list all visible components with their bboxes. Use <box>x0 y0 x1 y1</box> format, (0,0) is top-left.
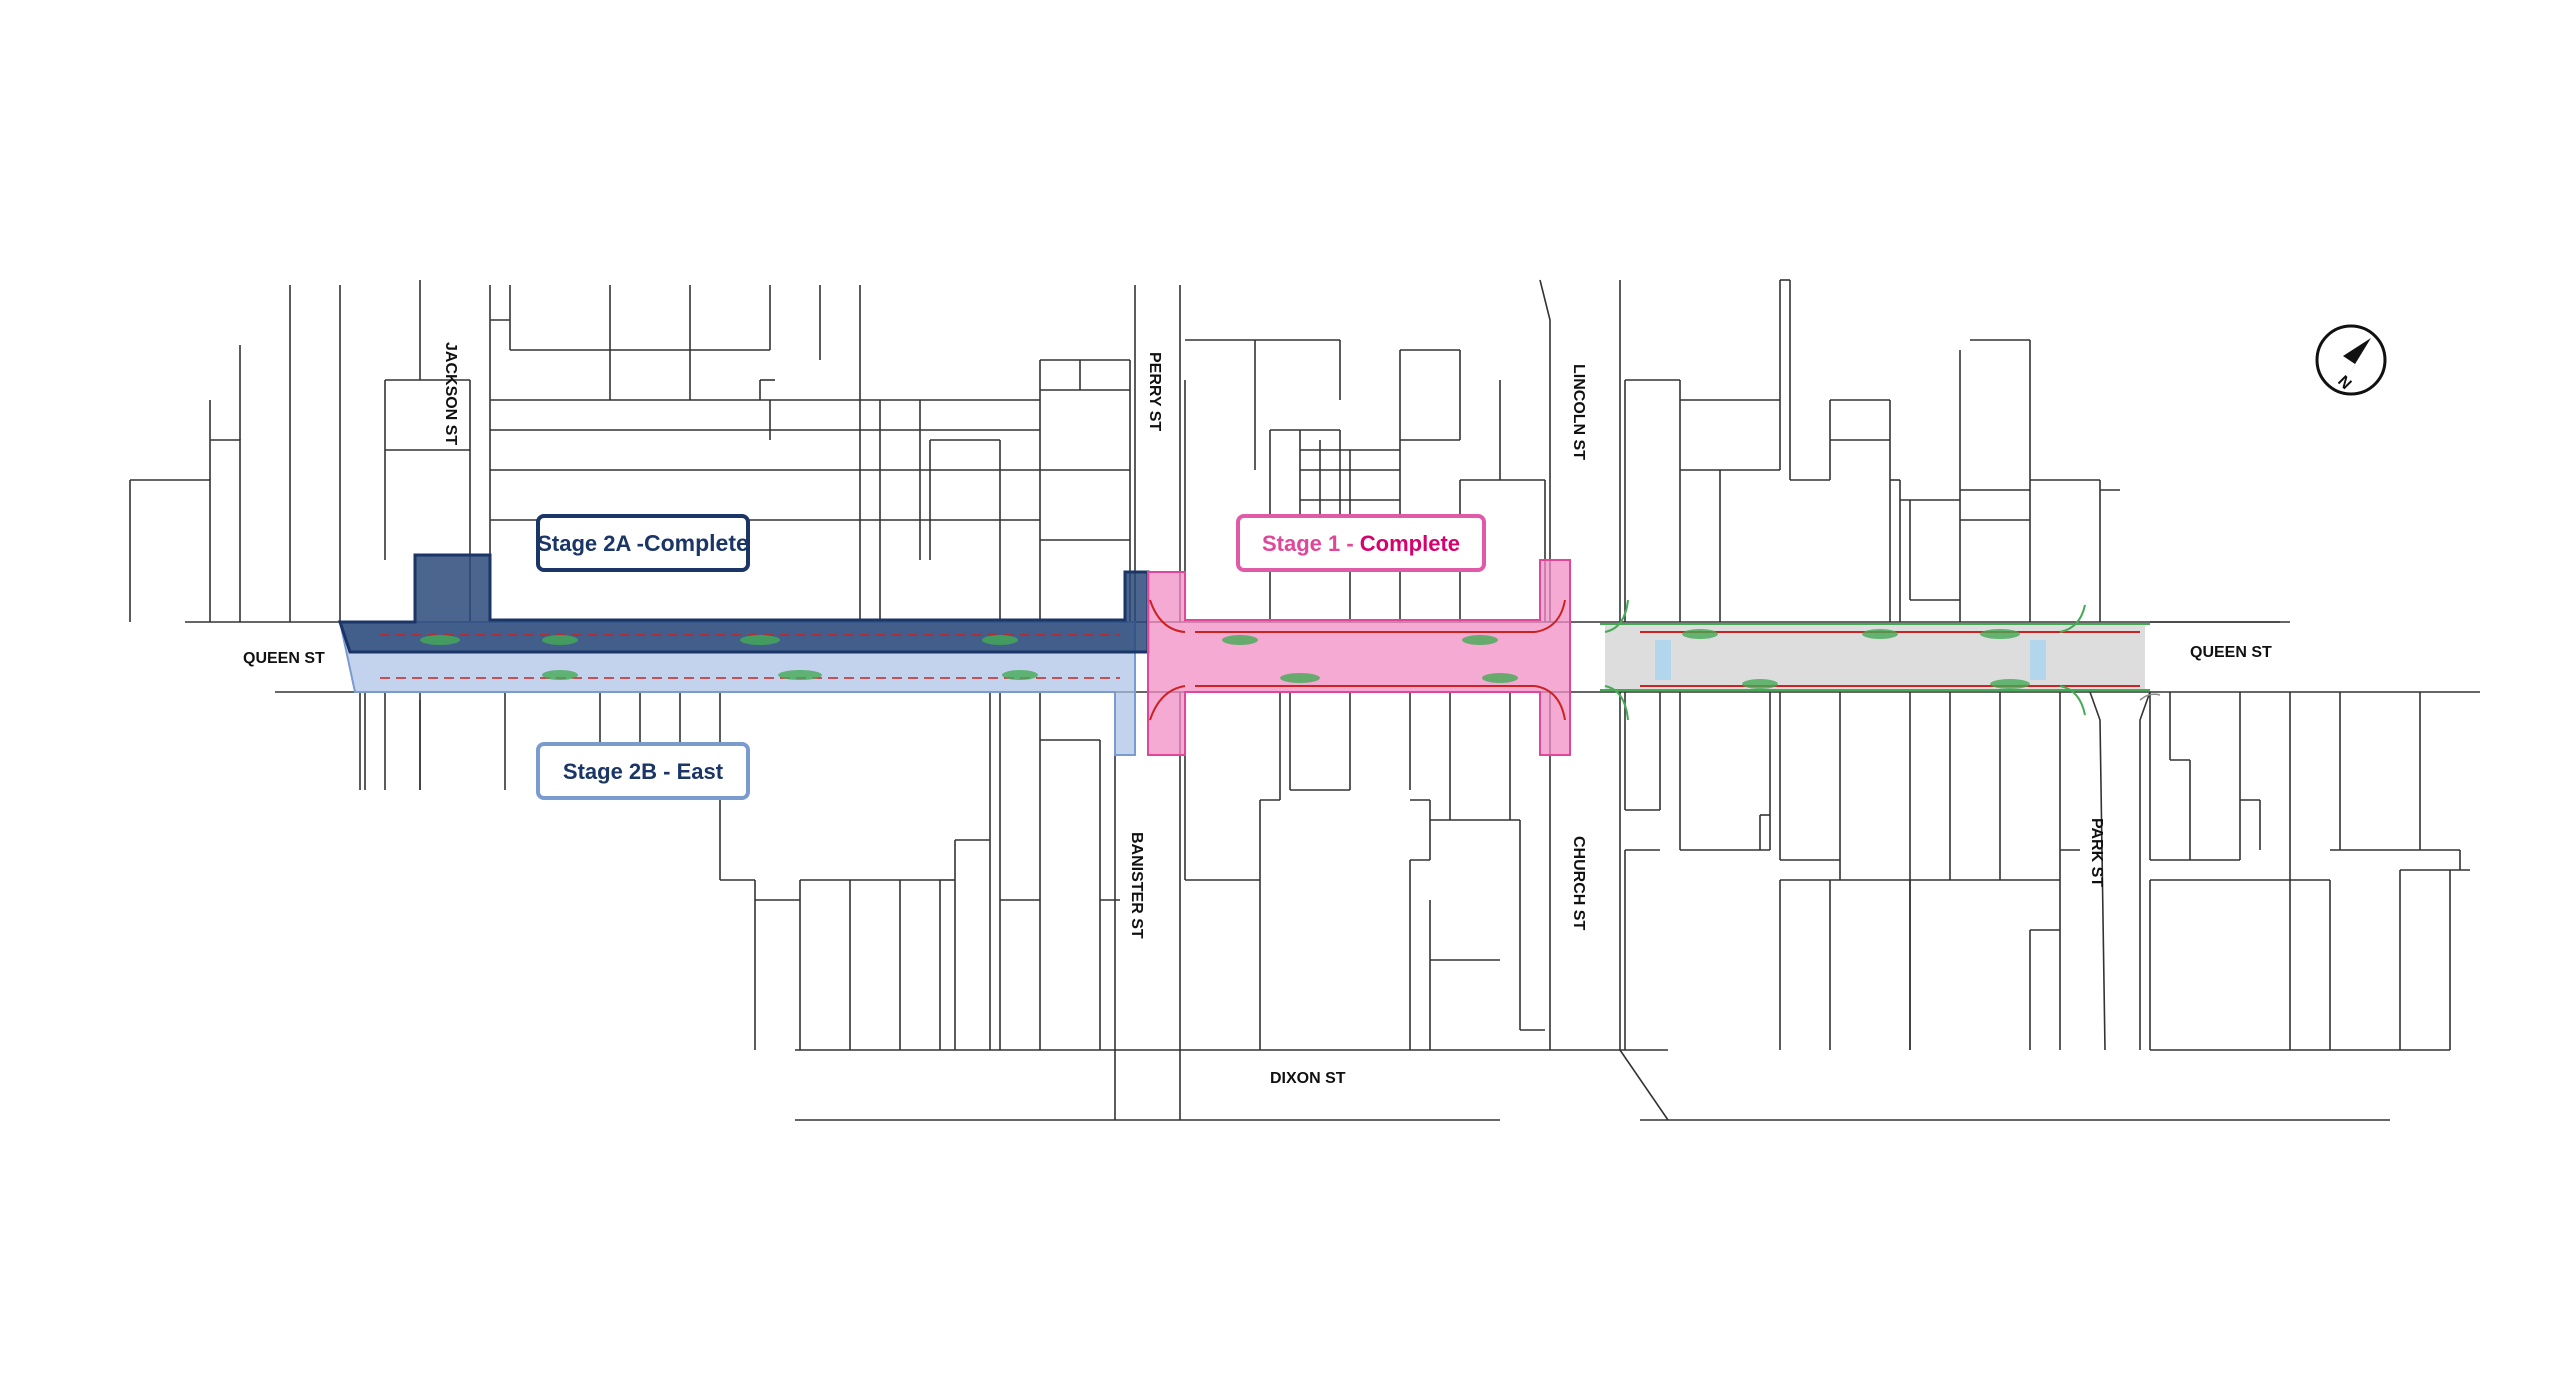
svg-text:Stage 2A -Complete: Stage 2A -Complete <box>537 530 749 556</box>
stage-1-label: Stage 1 - <box>1262 531 1360 556</box>
stage-1-callout: Stage 1 - Complete <box>1236 514 1486 572</box>
stage-2b-label: Stage 2B - East <box>563 759 724 784</box>
label-jackson-st: JACKSON ST <box>442 342 459 445</box>
north-arrow-icon: N <box>2315 324 2387 396</box>
label-perry-st: PERRY ST <box>1146 352 1163 431</box>
label-queen-st-east: QUEEN ST <box>2190 644 2272 661</box>
stage-1-area <box>1147 559 1571 756</box>
label-park-st: PARK ST <box>2088 818 2105 887</box>
stage-1-status: Complete <box>1360 531 1460 556</box>
svg-text:Stage 1 - Complete: Stage 1 - Complete <box>1262 531 1460 556</box>
label-queen-st-west: QUEEN ST <box>243 650 325 667</box>
label-banister-st: BANISTER ST <box>1128 832 1145 939</box>
label-lincoln-st: LINCOLN ST <box>1570 364 1587 460</box>
stage-2a-callout: Stage 2A -Complete <box>536 514 750 572</box>
stage-2b-callout: Stage 2B - East <box>536 742 750 800</box>
stage-2a-status: Complete <box>644 530 749 556</box>
road-markings <box>380 599 2161 721</box>
parcel-linework <box>129 279 2480 1121</box>
label-church-st: CHURCH ST <box>1570 836 1587 930</box>
stage-2a-label: Stage 2A - <box>537 531 644 556</box>
label-dixon-st: DIXON ST <box>1270 1070 1346 1087</box>
